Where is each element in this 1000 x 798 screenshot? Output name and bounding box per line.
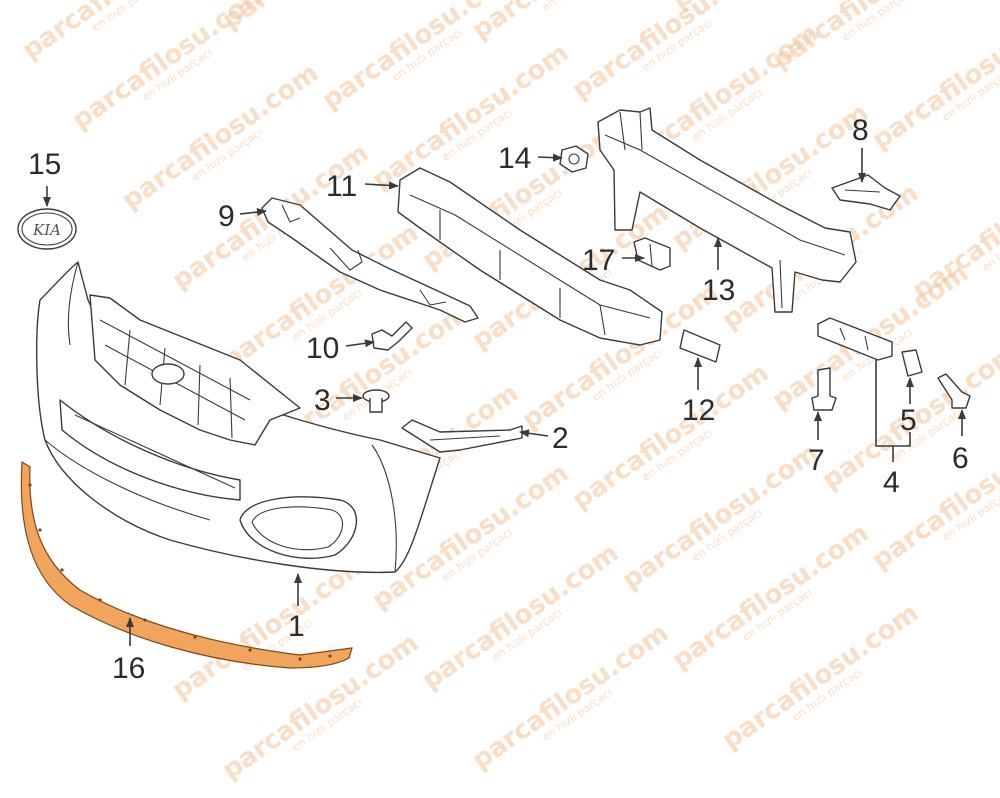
callout-5: 5	[900, 404, 917, 437]
callout-15: 15	[28, 148, 61, 181]
watermark-tagline: en hızlı parçacı	[290, 0, 365, 4]
callout-13: 13	[702, 274, 735, 307]
emblem-part-15: KIA	[17, 208, 77, 250]
lower-lip-strip-part-16	[20, 460, 353, 669]
callout-12: 12	[682, 394, 715, 427]
leader-10	[345, 339, 375, 348]
emblem-text: KIA	[32, 221, 61, 239]
callout-7: 7	[808, 444, 825, 477]
callout-10: 10	[306, 332, 339, 365]
mount-bracket-part-4	[817, 317, 893, 361]
nut-part-14	[559, 145, 589, 173]
bolt-part-6	[937, 373, 971, 409]
callout-labels: 15 9 11 14 8 17 13 10 3 2 12 7 5 6 4 1 1…	[28, 114, 969, 685]
callout-9: 9	[218, 200, 235, 233]
side-bracket-part-2	[401, 419, 523, 453]
callout-11: 11	[326, 170, 357, 203]
bumper-cover-part-1	[36, 261, 441, 574]
bracket-part-8	[831, 174, 901, 211]
bolt-part-7	[811, 367, 837, 411]
leader-11	[364, 181, 399, 190]
leader-lines	[43, 148, 966, 646]
callout-6: 6	[952, 442, 969, 475]
leader-14	[537, 153, 563, 162]
energy-absorber-part-11	[397, 167, 663, 346]
sensor-part-17	[633, 237, 671, 271]
callout-2: 2	[552, 422, 569, 455]
callout-1: 1	[288, 610, 305, 643]
pad-part-12	[679, 329, 721, 363]
bolt-part-10	[371, 321, 413, 351]
pad-part-5	[901, 349, 923, 377]
reinforcement-beam-part-13	[597, 107, 857, 313]
clip-part-3	[362, 389, 390, 413]
leader-2	[519, 429, 549, 438]
callout-17: 17	[582, 244, 615, 277]
callout-16: 16	[112, 652, 145, 685]
watermark-tagline: en hızlı parçacı	[540, 0, 615, 14]
callout-4: 4	[883, 466, 900, 499]
watermark-site: parcafilosu.com	[867, 0, 1000, 156]
callout-8: 8	[852, 114, 869, 147]
callout-3: 3	[314, 384, 331, 417]
callout-14: 14	[498, 142, 531, 175]
bracket-part-9	[261, 197, 479, 323]
leader-9	[239, 208, 267, 217]
